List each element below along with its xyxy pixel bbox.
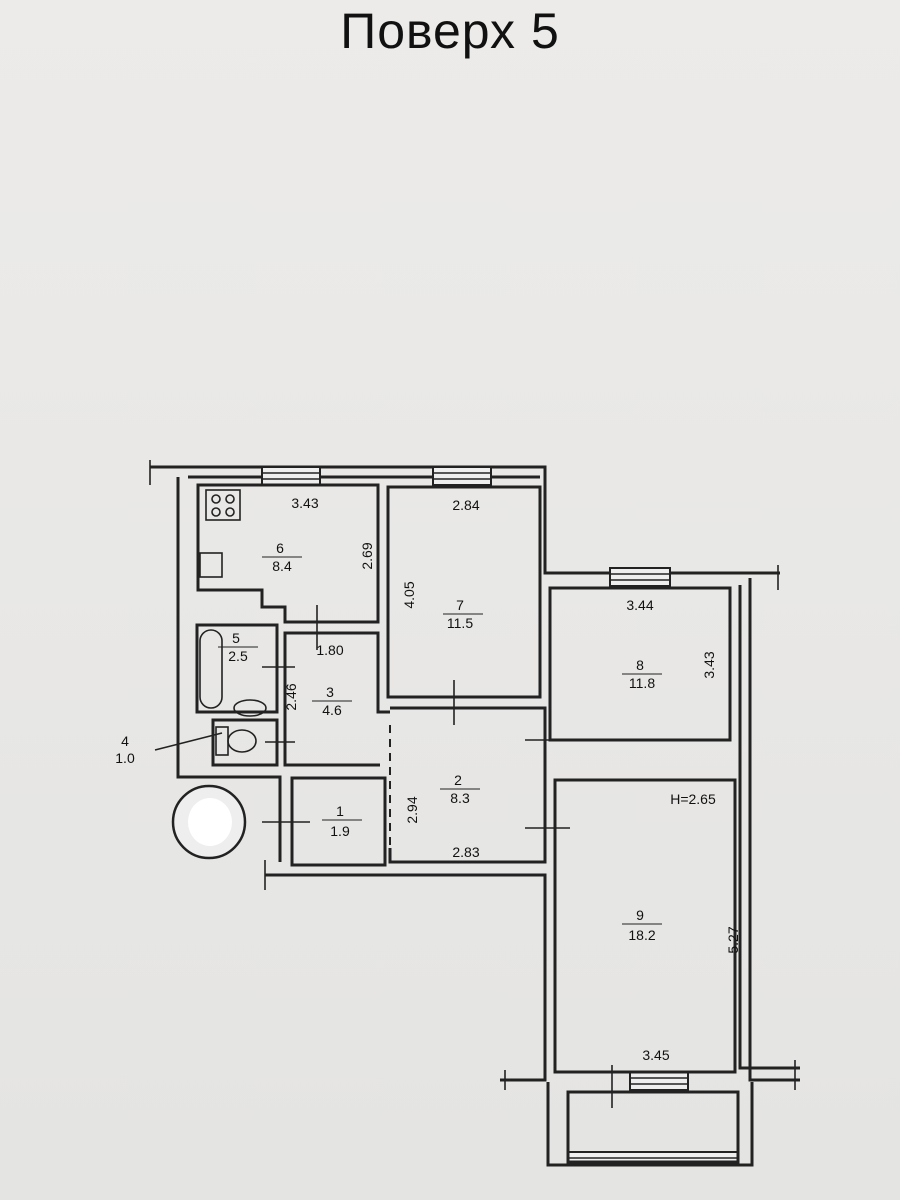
page-title: Поверх 5	[340, 3, 560, 59]
room-labels: 3.43 68.4 2.69 2.84 711.5 4.05 3.44 811.…	[115, 495, 741, 1063]
room-8	[548, 586, 732, 742]
room-label: 7	[456, 597, 464, 613]
sink-icon	[199, 552, 223, 578]
room-label: 11.8	[629, 675, 655, 691]
room-label: 1.9	[330, 823, 350, 839]
room-label: 8.4	[272, 558, 292, 574]
room-9	[553, 778, 737, 1074]
room-label: 5	[232, 630, 240, 646]
room-7	[386, 485, 542, 699]
ceiling-height: H=2.65	[670, 791, 716, 807]
room-6-kitchen	[196, 483, 380, 624]
room-label: 2.84	[452, 497, 479, 513]
washbasin-icon	[233, 699, 267, 717]
room-label: 2.69	[359, 542, 375, 569]
room-label: 1	[336, 803, 344, 819]
room-label: 3.44	[626, 597, 653, 613]
toilet-icon	[215, 726, 257, 756]
room-2-hall	[388, 706, 547, 864]
room-label: 8.3	[450, 790, 470, 806]
room-label: 2.83	[452, 844, 479, 860]
balcony	[566, 1090, 740, 1164]
room-label: 11.5	[447, 615, 473, 631]
room-label: 2.46	[283, 683, 299, 710]
room-label: 2	[454, 772, 462, 788]
room-label: 2.5	[228, 648, 248, 664]
room-label: 3.43	[701, 651, 717, 678]
room-label: 3.43	[291, 495, 318, 511]
bathtub-icon	[199, 629, 223, 709]
room-label: 1.0	[115, 750, 135, 766]
outer-walls	[149, 460, 800, 1167]
room-label: 1.80	[316, 642, 343, 658]
room-label: 4.05	[401, 581, 417, 608]
stove-icon	[205, 489, 241, 521]
room-label: 8	[636, 657, 644, 673]
room-label: 6	[276, 540, 284, 556]
room-label: 9	[636, 907, 644, 923]
room-label: 4.6	[322, 702, 342, 718]
room-label: 2.94	[404, 796, 420, 823]
room-label: 5.27	[725, 926, 741, 953]
room-label: 18.2	[628, 927, 655, 943]
door-marks	[154, 605, 613, 1108]
room-label: 4	[121, 733, 129, 749]
room-3-corridor	[283, 631, 390, 767]
room-label: 3.45	[642, 1047, 669, 1063]
room-label: 3	[326, 684, 334, 700]
